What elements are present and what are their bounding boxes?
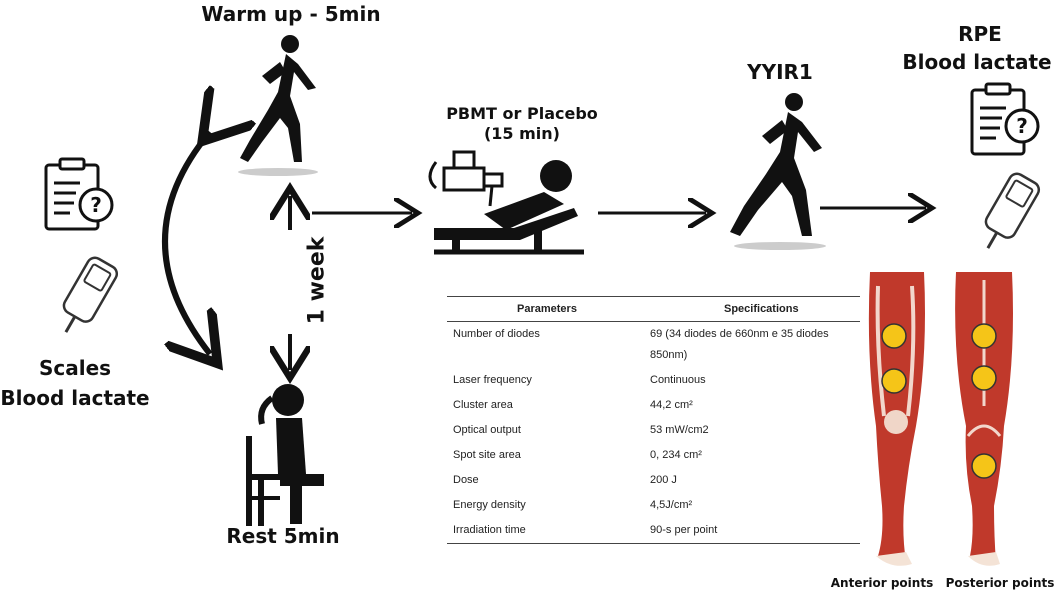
table-cell-specification: 44,2 cm²	[650, 399, 693, 411]
leg-muscle-icon	[955, 272, 1013, 566]
clipboard-question-icon: ?	[44, 157, 114, 231]
table-header-parameters: Parameters	[517, 303, 577, 315]
table-cell-specification: 0, 234 cm²	[650, 449, 702, 461]
table-cell-parameter: Energy density	[453, 499, 526, 511]
table-cell-parameter: Irradiation time	[453, 524, 526, 536]
table-row: Irradiation time 90-s per point	[447, 518, 860, 544]
runner-icon	[730, 93, 826, 250]
table-cell-parameter: Spot site area	[453, 449, 521, 461]
table-row: Laser frequency Continuous	[447, 368, 860, 393]
reclined-treatment-icon	[428, 150, 584, 255]
table-row: Spot site area 0, 234 cm²	[447, 443, 860, 468]
table-cell-parameter: Number of diodes	[453, 328, 540, 340]
blood-lactate-left-label: Blood lactate	[0, 386, 150, 410]
lactate-meter-icon	[984, 172, 1041, 249]
table-cell-parameter: Dose	[453, 474, 479, 486]
blood-lactate-right-label: Blood lactate	[902, 50, 1052, 74]
table-cell-specification: 69 (34 diodes de 660nm e 35 diodes 850nm…	[650, 328, 829, 361]
svg-text:?: ?	[1016, 114, 1028, 138]
rest-label: Rest 5min	[226, 524, 340, 548]
table-row: Energy density 4,5J/cm²	[447, 493, 860, 518]
rpe-label: RPE	[958, 22, 1002, 46]
table-row: Number of diodes 69 (34 diodes de 660nm e…	[447, 322, 860, 369]
parameters-table: Parameters Specifications Number of diod…	[447, 296, 860, 544]
table-cell-parameter: Laser frequency	[453, 374, 532, 386]
lactate-meter-icon	[62, 256, 119, 333]
warmup-label: Warm up - 5min	[201, 2, 381, 26]
table-cell-specification: Continuous	[650, 374, 706, 386]
table-row: Optical output 53 mW/cm2	[447, 418, 860, 443]
pbmt-label-line1: PBMT or Placebo	[446, 104, 598, 123]
table-cell-specification: 200 J	[650, 474, 677, 486]
table-row: Cluster area 44,2 cm²	[447, 393, 860, 418]
table-header-row: Parameters Specifications	[447, 296, 860, 322]
svg-text:?: ?	[90, 193, 102, 217]
yyir1-label: YYIR1	[747, 60, 813, 84]
table-header-specifications: Specifications	[724, 303, 799, 315]
pbmt-label-line2: (15 min)	[483, 124, 560, 143]
scales-label: Scales	[38, 356, 112, 380]
table-cell-parameter: Cluster area	[453, 399, 513, 411]
table-cell-specification: 4,5J/cm²	[650, 499, 693, 511]
runner-icon	[238, 35, 318, 176]
table-cell-parameter: Optical output	[453, 424, 521, 436]
table-row: Dose 200 J	[447, 468, 860, 493]
anterior-points-label: Anterior points	[830, 576, 934, 590]
clipboard-question-icon: ?	[970, 82, 1040, 156]
leg-muscle-icon	[868, 272, 925, 566]
sitting-person-icon	[246, 384, 324, 526]
table-cell-specification: 53 mW/cm2	[650, 424, 709, 436]
posterior-points-label: Posterior points	[945, 576, 1055, 590]
table-cell-specification: 90-s per point	[650, 524, 718, 536]
